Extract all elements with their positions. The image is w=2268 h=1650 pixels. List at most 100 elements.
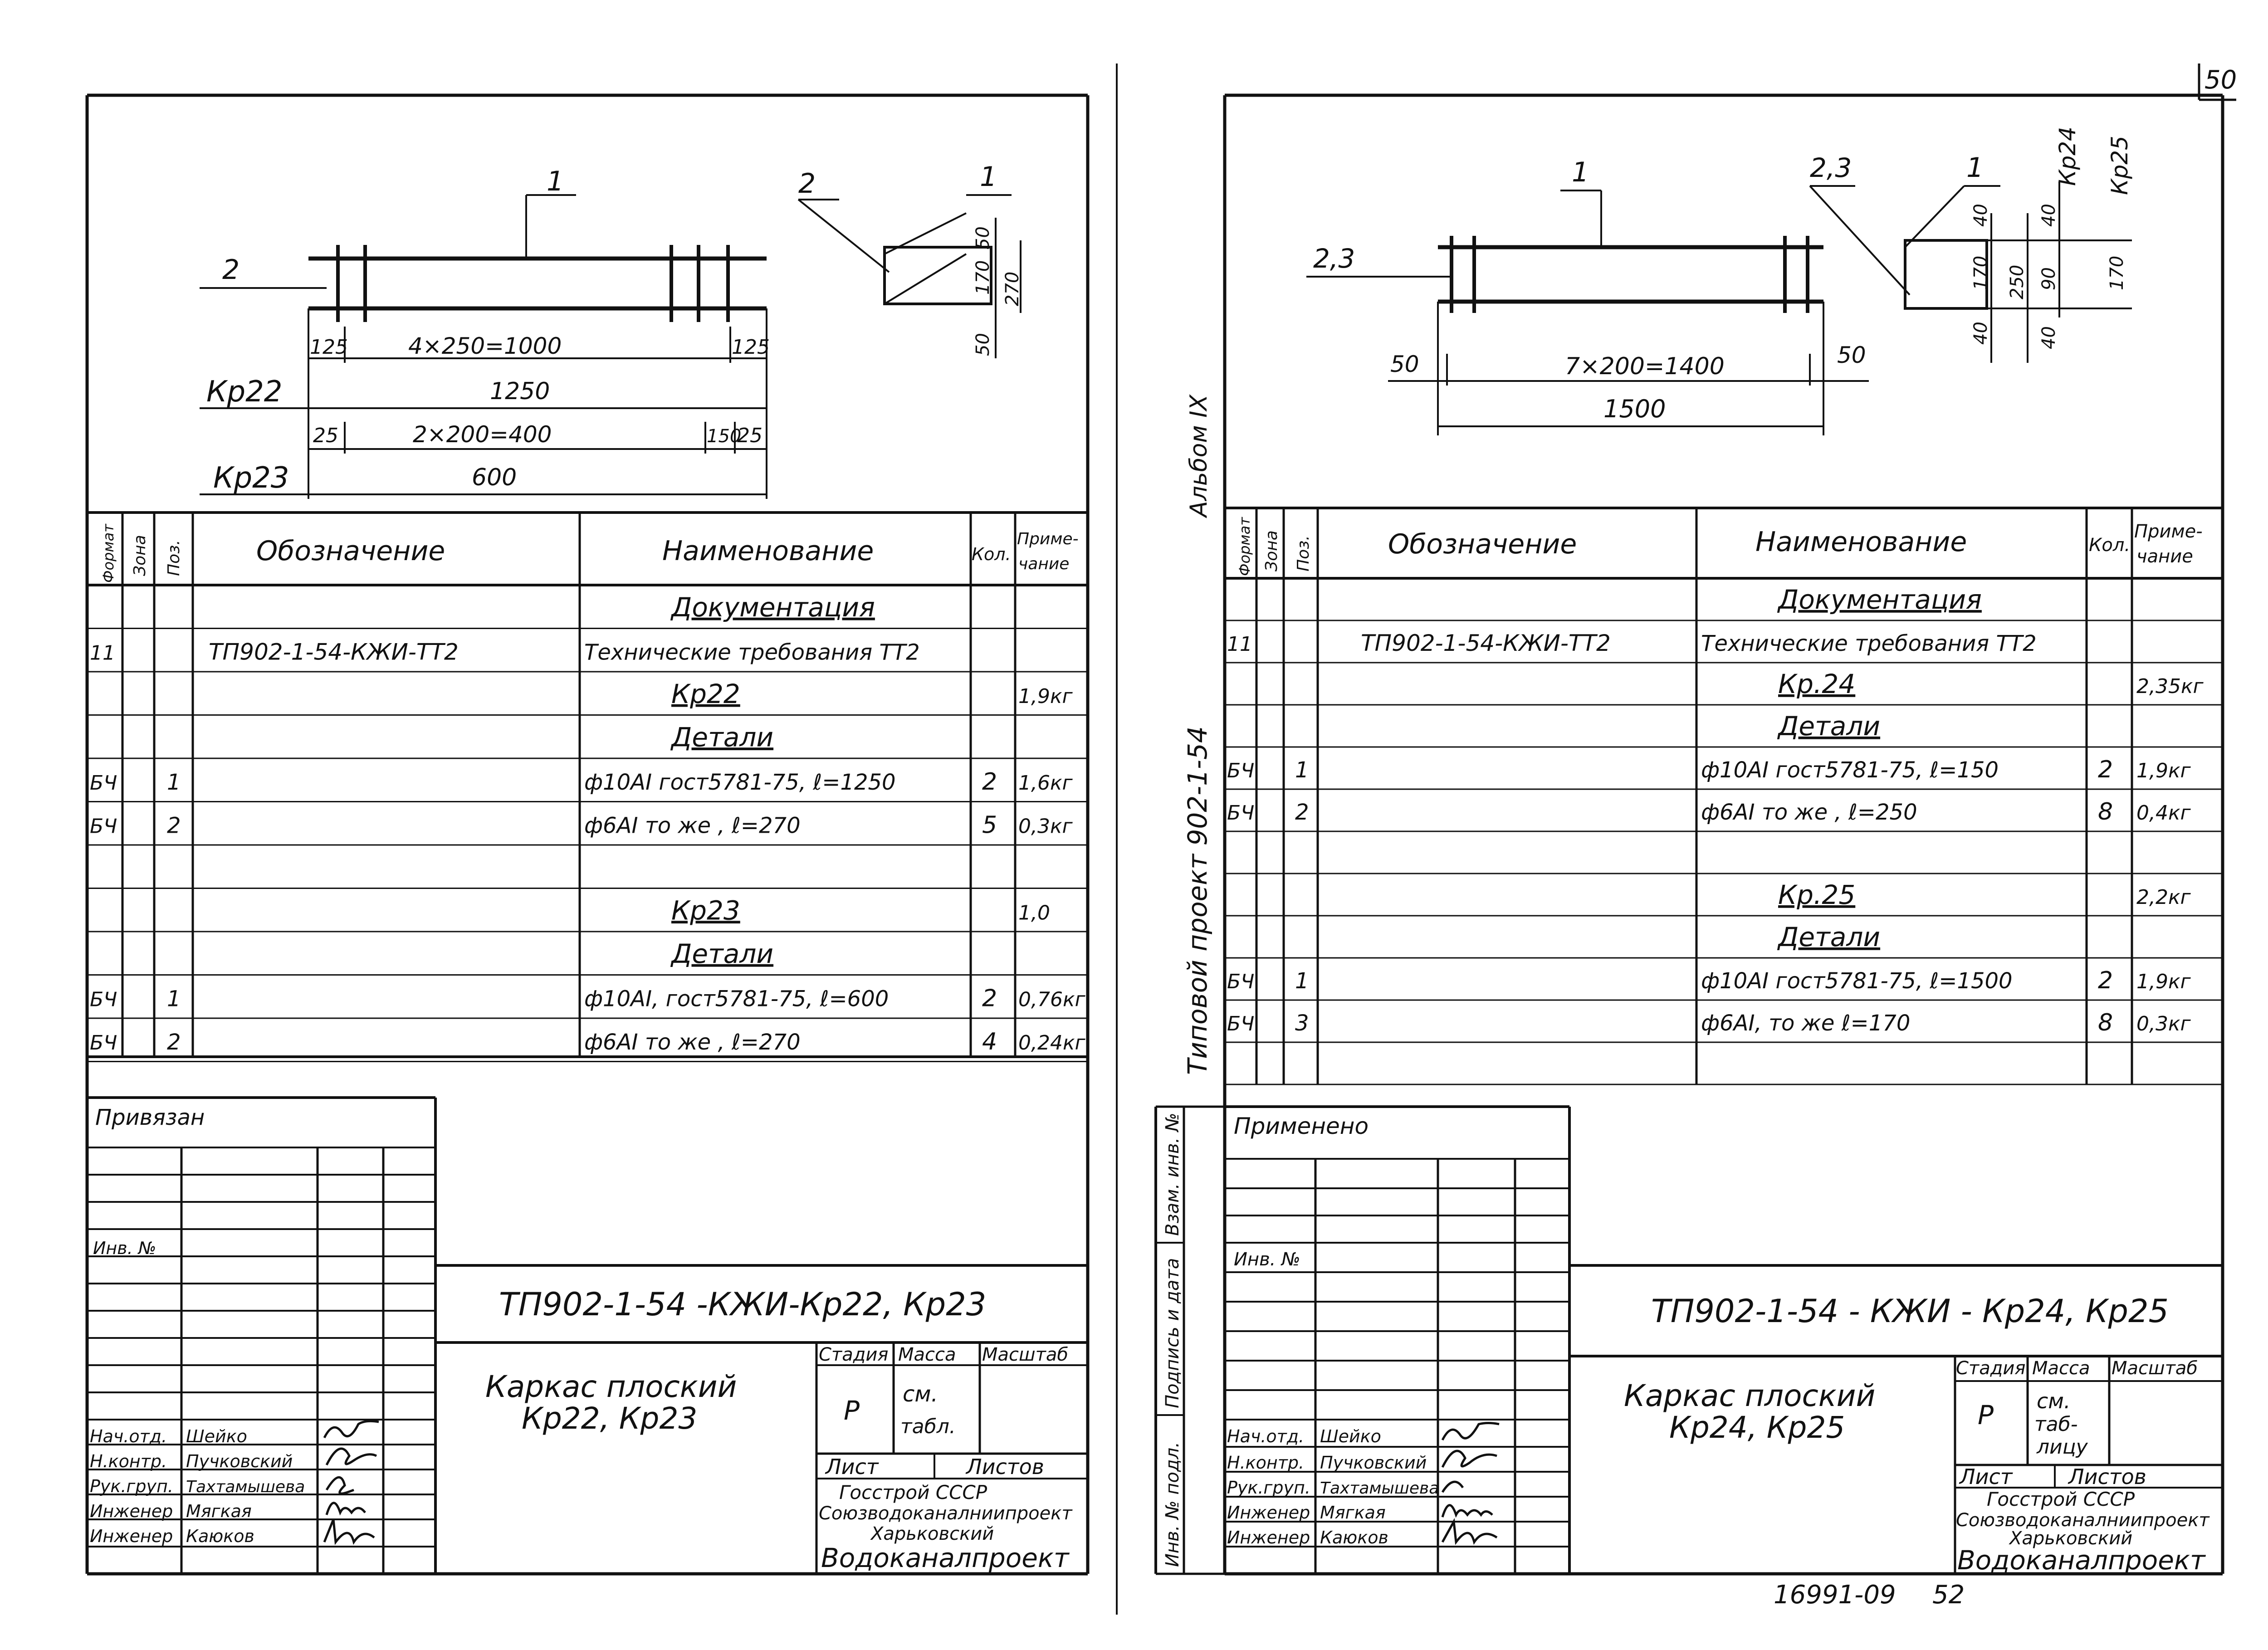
spec-name-9: Детали bbox=[1777, 922, 1880, 952]
spec-name-11: ф6АI то же , ℓ=270 bbox=[584, 1030, 801, 1055]
spec-fmt-6: БЧ bbox=[1227, 801, 1254, 825]
signature-r5 bbox=[1441, 1518, 1498, 1545]
stage-label: Стадия bbox=[819, 1344, 888, 1365]
dim-125-right: 125 bbox=[732, 336, 770, 359]
dim-150: 150 bbox=[707, 426, 741, 447]
spec-qty-10: 2 bbox=[2098, 967, 2113, 994]
section-callout-2: 2 bbox=[798, 168, 816, 200]
hdr-qty: Кол. bbox=[972, 544, 1011, 564]
album-label: Альбом IX bbox=[1185, 394, 1212, 518]
role-4-right: Инженер bbox=[1227, 1503, 1310, 1523]
spec-note-10: 1,9кг bbox=[2136, 970, 2191, 993]
dim-50-left: 50 bbox=[1390, 351, 1419, 377]
project-label: Типовой проект 902-1-54 bbox=[1182, 726, 1213, 1075]
org-1: Госстрой СССР bbox=[839, 1481, 987, 1504]
section-callout-1: 1 bbox=[980, 161, 997, 193]
spec-name-3: Кр22 bbox=[671, 679, 740, 709]
sec-dim-40-a: 40 bbox=[1970, 204, 1991, 227]
spec-fmt-10: БЧ bbox=[90, 988, 117, 1011]
title-line2-right: Кр24, Кр25 bbox=[1669, 1410, 1845, 1445]
dim-600: 600 bbox=[472, 464, 517, 491]
role-5: Инженер bbox=[90, 1526, 173, 1546]
hdr-pos-right: Поз. bbox=[1294, 535, 1313, 571]
signature-5 bbox=[323, 1519, 375, 1545]
spec-note-8: 2,2кг bbox=[2136, 886, 2191, 909]
title-line1-right: Каркас плоский bbox=[1624, 1378, 1875, 1413]
title-line2: Кр22, Кр23 bbox=[522, 1401, 697, 1436]
dim-2x200: 2×200=400 bbox=[413, 421, 552, 448]
title-line1: Каркас плоский bbox=[485, 1369, 737, 1404]
role-2: Н.контр. bbox=[90, 1451, 167, 1471]
spec-fmt-5: БЧ bbox=[1227, 759, 1254, 782]
signature-3 bbox=[325, 1476, 354, 1495]
spec-pos-10: 1 bbox=[167, 986, 181, 1011]
hdr-qty-right: Кол. bbox=[2089, 535, 2130, 556]
page-number: 50 bbox=[2204, 65, 2237, 95]
spec-name-6: ф6АI то же , ℓ=250 bbox=[1701, 800, 1917, 825]
spec-fmt-6: БЧ bbox=[90, 815, 117, 838]
spec-note-3: 2,35кг bbox=[2136, 675, 2204, 698]
signature-r4 bbox=[1441, 1504, 1493, 1518]
spec-pos-6: 2 bbox=[1295, 800, 1309, 825]
role-4: Инженер bbox=[90, 1501, 173, 1521]
dim-50-right: 50 bbox=[1837, 342, 1866, 368]
sheet-label: Лист bbox=[825, 1455, 879, 1479]
mass-label-right: Масса bbox=[2032, 1358, 2090, 1379]
org-2-right: Союзводоканалниипроект bbox=[1956, 1510, 2210, 1531]
label-kr22: Кр22 bbox=[206, 375, 283, 409]
hdr-zone-right: Зона bbox=[1262, 530, 1281, 571]
hdr-note: Приме- bbox=[1017, 530, 1079, 548]
spec-name-5: ф10АI гост5781-75, ℓ=150 bbox=[1701, 757, 1999, 783]
sec-dim-90: 90 bbox=[2038, 267, 2059, 290]
role-3: Рук.груп. bbox=[90, 1476, 173, 1496]
name-4: Мягкая bbox=[186, 1501, 252, 1521]
sec-label-kr24: Кр24 bbox=[2054, 127, 2081, 186]
name-1: Шейко bbox=[186, 1426, 247, 1446]
spec-name-10: ф10АI, гост5781-75, ℓ=600 bbox=[584, 986, 889, 1011]
sec-dim-40-b: 40 bbox=[1970, 322, 1991, 345]
hdr-pos: Поз. bbox=[165, 540, 183, 576]
footer-code: 16991-09 bbox=[1774, 1580, 1896, 1610]
spec-name-8: Кр23 bbox=[671, 895, 740, 926]
hdr-format: Формат bbox=[100, 523, 117, 583]
spec-qty-10: 2 bbox=[982, 985, 997, 1012]
label-kr23: Кр23 bbox=[213, 461, 289, 495]
spec-name-4: Детали bbox=[670, 722, 773, 752]
role-1-right: Нач.отд. bbox=[1227, 1426, 1304, 1446]
spec-note-6: 0,3кг bbox=[1018, 815, 1073, 838]
spec-pos-11: 2 bbox=[167, 1030, 181, 1055]
org-3: Харьковский bbox=[870, 1523, 994, 1544]
drawing-code-right: ТП902-1-54 - КЖИ - Кр24, Кр25 bbox=[1651, 1293, 2169, 1330]
inv-label: Инв. № bbox=[93, 1238, 156, 1258]
hdr-designation-right: Обозначение bbox=[1388, 528, 1577, 560]
bound-label: Привязан bbox=[95, 1105, 205, 1130]
org-2: Союзводоканалниипроект bbox=[819, 1503, 1073, 1524]
spec-qty-5: 2 bbox=[982, 768, 997, 796]
sec-dim-50-top: 50 bbox=[973, 226, 993, 249]
sec-dim-250: 250 bbox=[2007, 265, 2028, 299]
spec-name-5: ф10АI гост5781-75, ℓ=1250 bbox=[584, 770, 896, 795]
sec-dim-170-a: 170 bbox=[1970, 256, 1991, 290]
stage-value: Р bbox=[844, 1395, 860, 1426]
title-block-left: Привязан Инв. № ТП902-1-54 -КЖИ-Кр bbox=[87, 1096, 1088, 1574]
name-5-right: Каюков bbox=[1320, 1528, 1388, 1547]
name-3-right: Тахтамышева bbox=[1320, 1479, 1439, 1498]
spec-name-9: Детали bbox=[670, 938, 773, 969]
mass-value-right-3: лицу bbox=[2036, 1435, 2088, 1459]
spec-qty-6: 8 bbox=[2098, 798, 2113, 825]
right-sheet: Альбом IX Типовой проект 902-1-54 1 2,3 … bbox=[1154, 93, 2224, 1576]
stage-value-right: Р bbox=[1978, 1400, 1994, 1430]
spec-table-right: Формат Зона Поз. Обозначение Наименовани… bbox=[1225, 507, 2223, 1085]
spec-name-10: ф10АI гост5781-75, ℓ=1500 bbox=[1701, 968, 2013, 994]
cage-drawing-kr22-kr23: 1 2 125 4×250=1000 125 Кр22 1250 25 2×20… bbox=[200, 166, 770, 499]
signature-r3 bbox=[1441, 1480, 1464, 1493]
spec-name-3: Кр.24 bbox=[1778, 669, 1855, 699]
sec-dim-270: 270 bbox=[1002, 272, 1023, 306]
role-5-right: Инженер bbox=[1227, 1528, 1310, 1547]
spec-fmt-11: БЧ bbox=[1227, 1012, 1254, 1035]
scale-label: Масштаб bbox=[982, 1344, 1068, 1365]
sec-dim-40-d: 40 bbox=[2038, 326, 2059, 349]
spec-note-5: 1,9кг bbox=[2136, 759, 2191, 782]
spec-note-11: 0,3кг bbox=[2136, 1012, 2191, 1035]
role-1: Нач.отд. bbox=[90, 1426, 167, 1446]
